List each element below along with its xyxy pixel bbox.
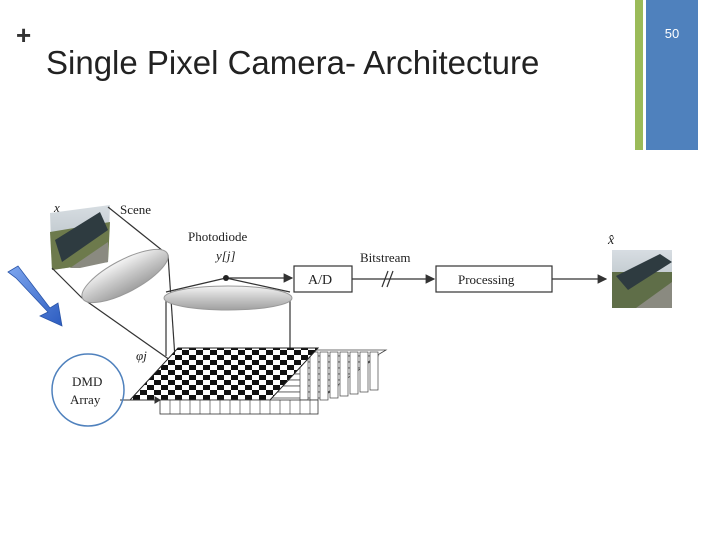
scene-light-rays: [51, 206, 176, 361]
label-phij: φj: [136, 348, 147, 363]
label-x: x: [53, 200, 60, 215]
label-photodiode: Photodiode: [188, 229, 247, 244]
bitstream-slash-marks: [381, 270, 394, 288]
dmd-array: [120, 347, 388, 415]
bullet-plus: +: [16, 20, 32, 50]
blue-pointer-arrow: [7, 265, 63, 327]
label-processing: Processing: [458, 272, 515, 287]
accent-bar-green: [635, 0, 643, 150]
label-ad: A/D: [308, 273, 332, 288]
photodiode-rays: [165, 277, 291, 356]
label-dmd: DMD: [72, 374, 102, 389]
label-bitstream: Bitstream: [360, 250, 411, 265]
label-xhat: x̂: [607, 233, 615, 248]
processing-box: [435, 265, 553, 293]
photodiode-node: [223, 275, 229, 281]
label-yj: y[j]: [214, 248, 236, 263]
scene-image: [50, 205, 110, 270]
reconstructed-image: [612, 250, 672, 308]
slide-title: Single Pixel Camera- Architecture: [46, 44, 540, 81]
scene-lens: [81, 248, 169, 304]
page-number: 50: [664, 26, 680, 41]
label-array: Array: [70, 392, 101, 407]
photodiode-lens: [163, 285, 293, 311]
label-scene: Scene: [120, 202, 151, 217]
accent-bar-blue: [646, 0, 698, 150]
dmd-highlight-circle: [51, 353, 125, 427]
